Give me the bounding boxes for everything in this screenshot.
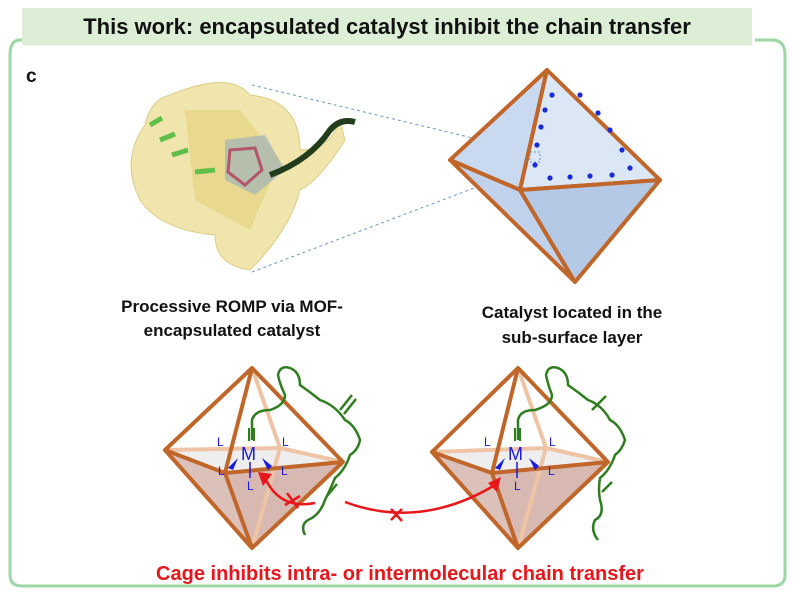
panel-frame — [8, 38, 787, 588]
metal-label: M — [508, 444, 523, 464]
ligand-label: L — [484, 435, 491, 449]
ligand-label: L — [281, 464, 288, 478]
bottom-caption: Cage inhibits intra- or intermolecular c… — [156, 563, 644, 585]
octahedron-cage-left — [163, 366, 345, 550]
title-box — [22, 8, 752, 45]
ligand-label: L — [548, 464, 555, 478]
polymer-chain — [250, 366, 627, 541]
ligand-label: L — [282, 435, 289, 449]
mof-structure-image — [130, 82, 356, 271]
catalyst-dots — [532, 92, 633, 181]
ligand-label: L — [549, 435, 556, 449]
ligand-label: L — [247, 479, 254, 493]
blocked-transfer-arrows — [258, 472, 501, 522]
right-caption-line2: sub-surface layer — [502, 328, 643, 347]
metal-label: M — [241, 444, 256, 464]
ligand-label: L — [217, 435, 224, 449]
figure-title: This work: encapsulated catalyst inhibit… — [83, 14, 691, 39]
left-caption-line2: encapsulated catalyst — [144, 321, 321, 340]
left-caption-line1: Processive ROMP via MOF- — [121, 297, 343, 316]
right-caption-line1: Catalyst located in the — [482, 303, 662, 322]
octahedron-cage-large — [448, 68, 662, 284]
metal-complex-right: M L L L L — [484, 428, 556, 493]
octahedron-cage-right — [430, 366, 610, 550]
panel-label: c — [26, 66, 37, 87]
metal-complex-left: M L L L L L — [217, 428, 289, 493]
ligand-label: L — [514, 479, 521, 493]
ligand-label: L — [218, 464, 225, 478]
